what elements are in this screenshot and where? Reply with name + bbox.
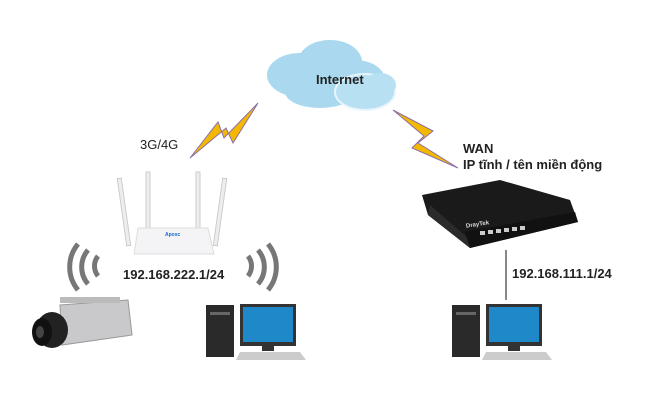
wifi-router-brand-logo: Aposc	[165, 232, 181, 238]
computer-right	[452, 304, 552, 360]
mobile-link-label: 3G/4G	[140, 137, 179, 152]
draytek-router	[422, 180, 578, 248]
wan-sublabel: IP tĩnh / tên miền động	[463, 157, 603, 172]
wan-label: WAN	[463, 141, 494, 156]
internet-cloud	[267, 40, 396, 111]
wifi-router	[116, 171, 228, 255]
draytek-router-ip: 192.168.111.1/24	[512, 266, 612, 281]
ip-camera	[32, 297, 133, 348]
computer-left	[206, 304, 306, 360]
wifi-signal-left-icon	[67, 242, 101, 292]
wifi-router-ip: 192.168.222.1/24	[123, 267, 225, 282]
wifi-signal-right-icon	[245, 242, 279, 292]
lightning-wan	[392, 109, 459, 169]
lightning-3g4g	[189, 102, 259, 159]
internet-label: Internet	[316, 72, 364, 87]
